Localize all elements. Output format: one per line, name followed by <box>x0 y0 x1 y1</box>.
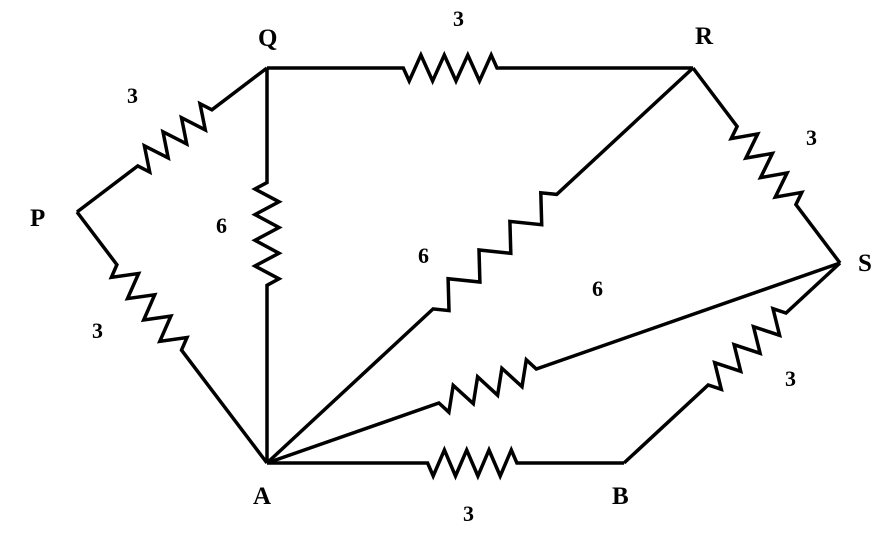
resistor-sa <box>266 261 841 465</box>
resistor-ab <box>267 445 624 481</box>
resistor-pq <box>75 66 269 214</box>
resistor-value-qa: 6 <box>216 213 227 238</box>
resistor-pa <box>75 210 269 465</box>
resistor-ra <box>265 66 695 465</box>
resistor-qa <box>251 68 283 463</box>
resistor-value-ab: 3 <box>463 501 474 526</box>
node-label-a: A <box>253 483 271 510</box>
resistor-value-pa: 3 <box>92 318 103 343</box>
resistor-value-sa: 6 <box>592 276 603 301</box>
resistor-qr <box>267 50 693 86</box>
resistor-value-sb: 3 <box>785 366 796 391</box>
node-label-q: Q <box>258 25 277 52</box>
circuit-labels: P Q R S A B 3 3 3 3 6 6 6 3 3 <box>30 6 872 526</box>
resistor-value-pq: 3 <box>127 83 138 108</box>
resistor-rs <box>691 66 842 265</box>
node-label-p: P <box>30 205 45 232</box>
resistor-value-rs: 3 <box>806 125 817 150</box>
resistor-value-qr: 3 <box>453 6 464 31</box>
node-label-s: S <box>858 250 872 277</box>
resistor-value-ra: 6 <box>418 243 429 268</box>
node-label-b: B <box>612 483 629 510</box>
circuit-wires <box>75 50 842 481</box>
node-label-r: R <box>695 23 714 50</box>
resistor-sb <box>622 261 842 465</box>
